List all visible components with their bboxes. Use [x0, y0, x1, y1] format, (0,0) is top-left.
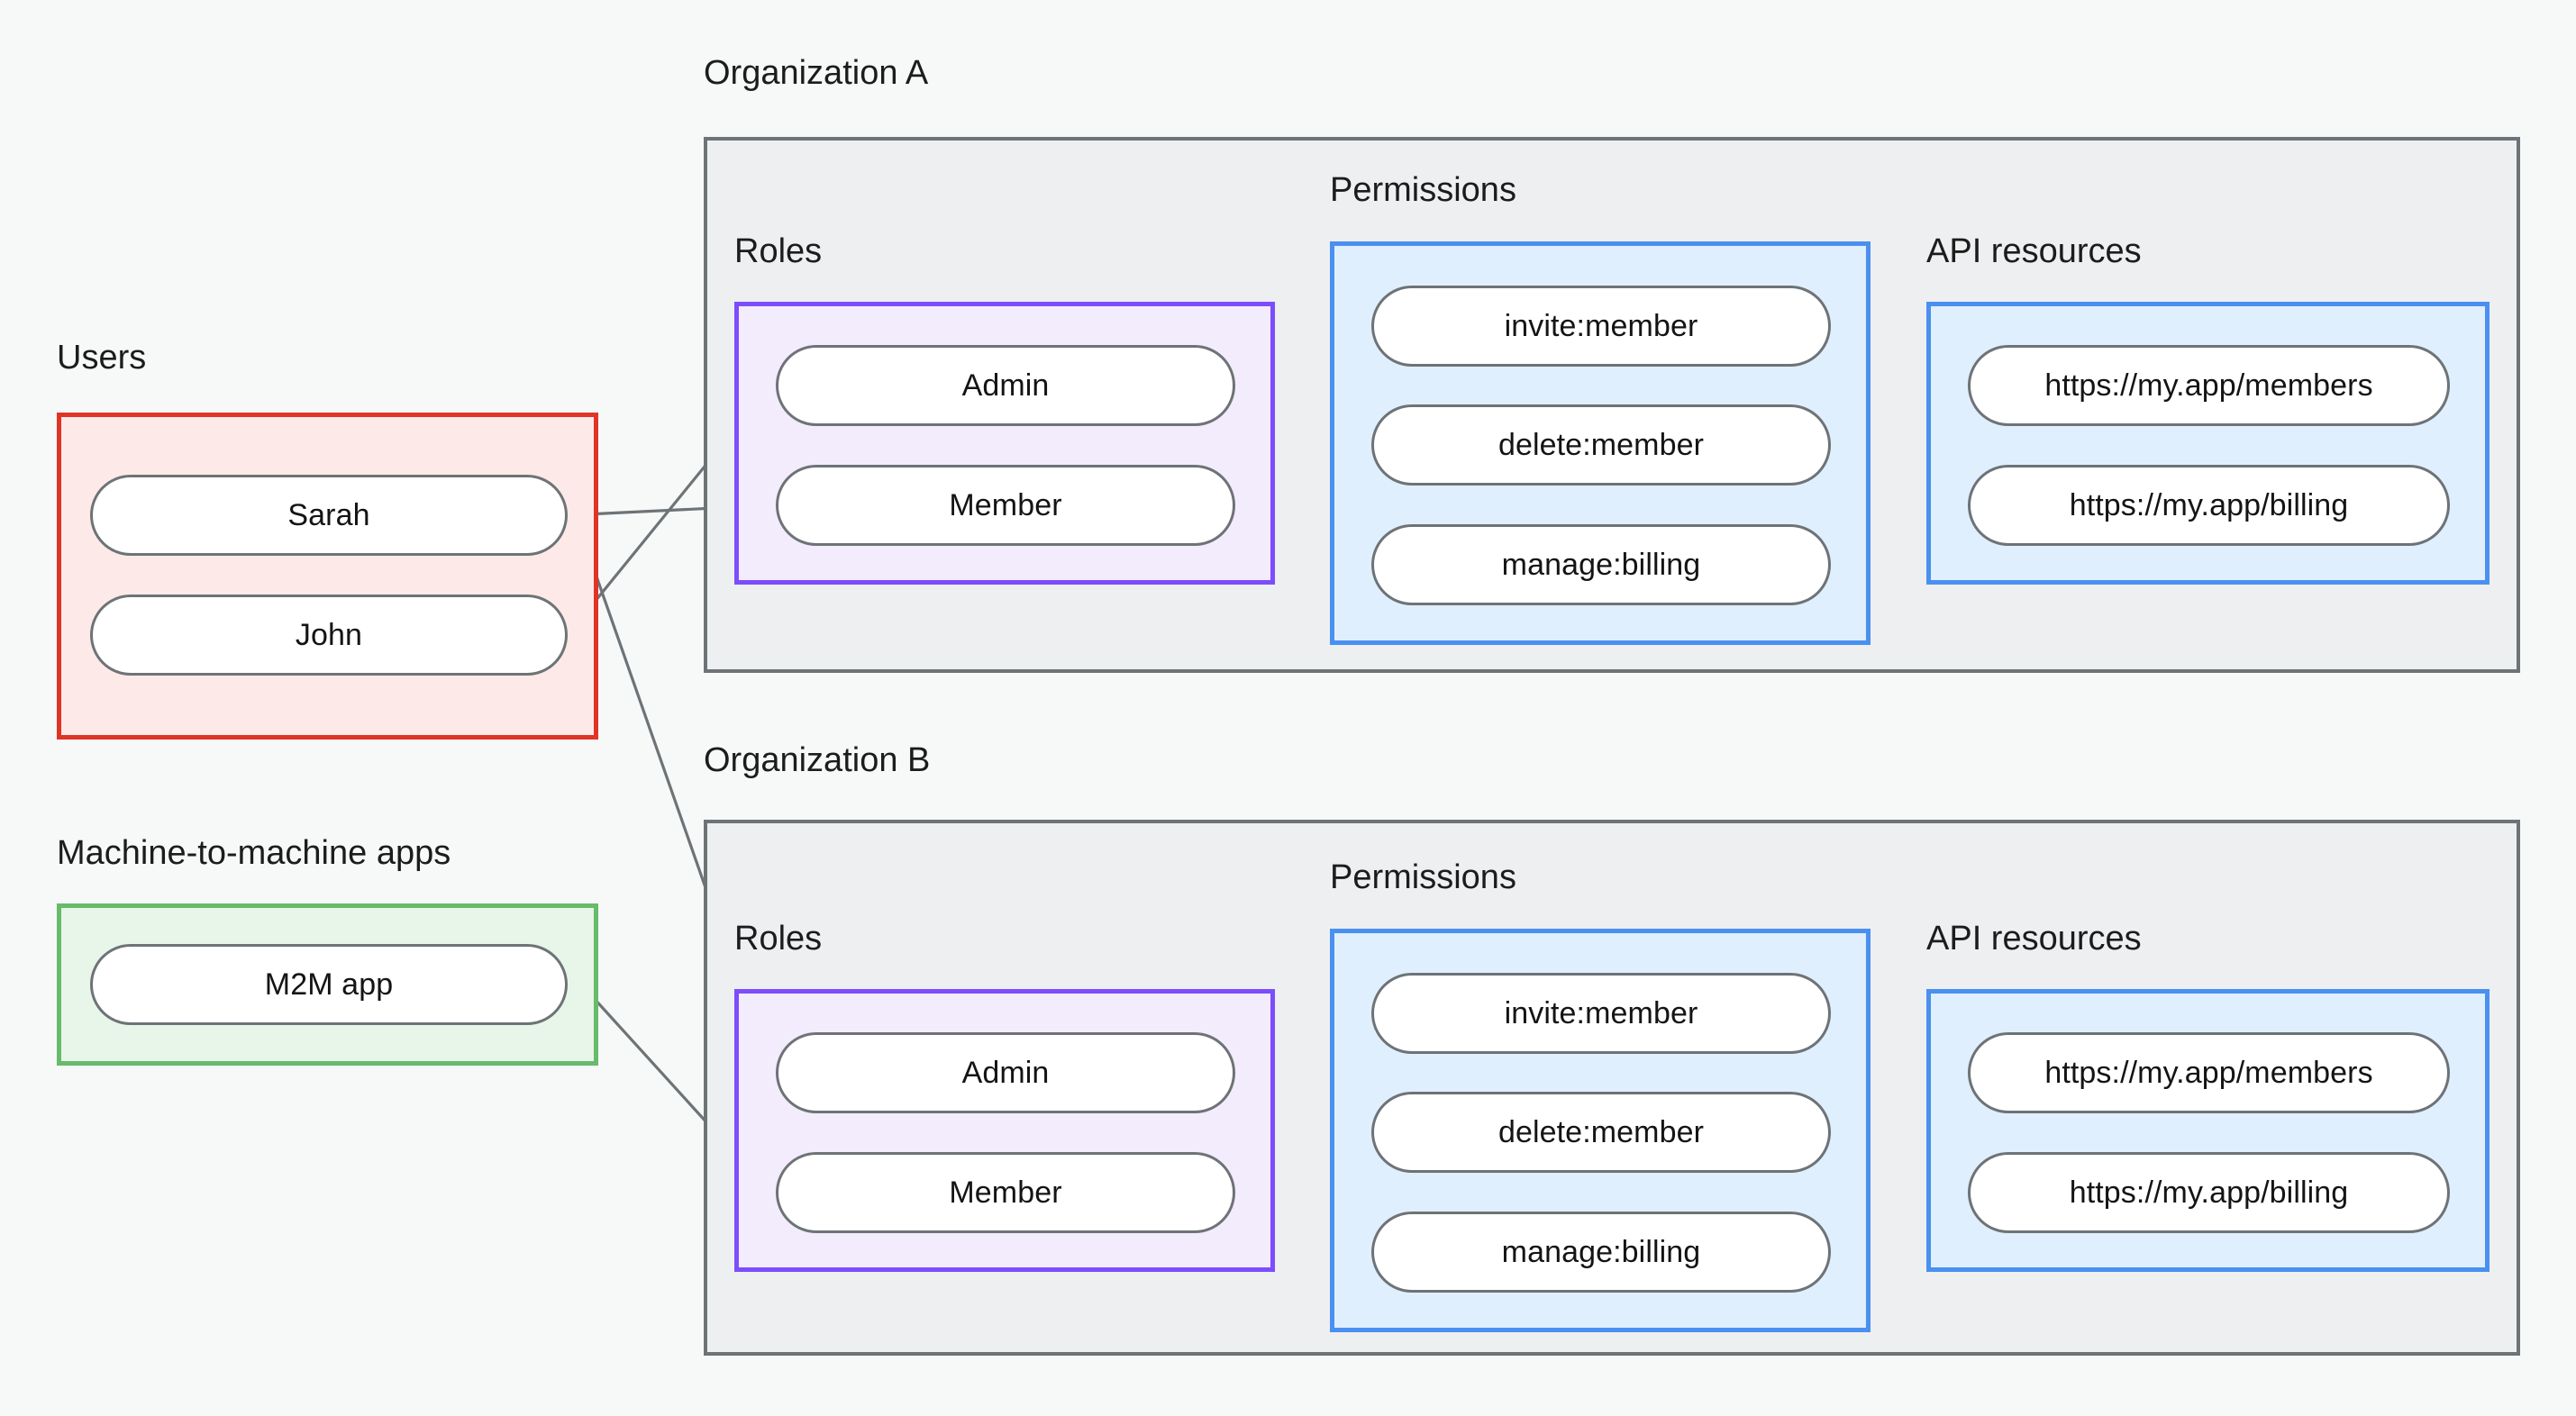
org-a-permission-manage-billing[interactable]: manage:billing	[1371, 524, 1831, 605]
user-sarah[interactable]: Sarah	[90, 475, 568, 556]
org-b-roles-title: Roles	[734, 920, 823, 958]
org-a-permission-invite-member[interactable]: invite:member	[1371, 286, 1831, 367]
org-a-permissions-title: Permissions	[1330, 171, 1516, 209]
org-a-permission-delete-member[interactable]: delete:member	[1371, 404, 1831, 486]
org-b-permissions-title: Permissions	[1330, 858, 1516, 896]
org-b-permission-invite-member[interactable]: invite:member	[1371, 973, 1831, 1054]
m2m-title: Machine-to-machine apps	[57, 834, 451, 872]
org-a-title: Organization A	[704, 54, 929, 92]
org-b-role-member[interactable]: Member	[776, 1152, 1235, 1233]
org-b-permission-delete-member[interactable]: delete:member	[1371, 1092, 1831, 1173]
org-b-api-resource-members[interactable]: https://my.app/members	[1968, 1032, 2450, 1113]
org-b-api-resources-title: API resources	[1926, 920, 2142, 958]
org-a-api-resource-billing[interactable]: https://my.app/billing	[1968, 465, 2450, 546]
org-a-role-member[interactable]: Member	[776, 465, 1235, 546]
org-a-api-resource-members[interactable]: https://my.app/members	[1968, 345, 2450, 426]
org-b-permission-manage-billing[interactable]: manage:billing	[1371, 1212, 1831, 1293]
org-b-role-admin[interactable]: Admin	[776, 1032, 1235, 1113]
users-title: Users	[57, 339, 147, 377]
org-b-api-resource-billing[interactable]: https://my.app/billing	[1968, 1152, 2450, 1233]
users-group	[57, 413, 598, 740]
org-a-api-resources-title: API resources	[1926, 232, 2142, 270]
user-john[interactable]: John	[90, 595, 568, 676]
m2m-app-node[interactable]: M2M app	[90, 944, 568, 1025]
org-a-role-admin[interactable]: Admin	[776, 345, 1235, 426]
org-a-roles-title: Roles	[734, 232, 823, 270]
org-b-title: Organization B	[704, 741, 931, 779]
